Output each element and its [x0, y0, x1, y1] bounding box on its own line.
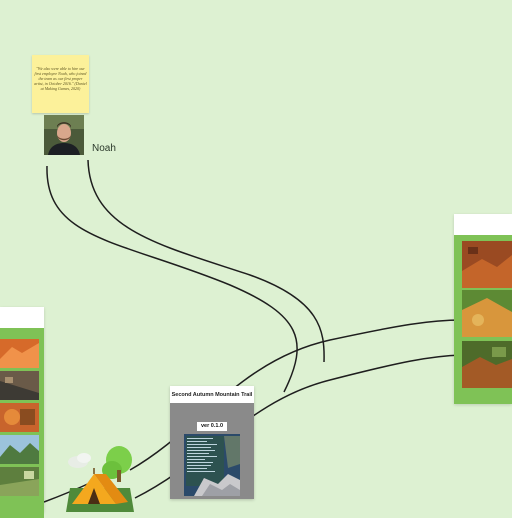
person-photo-icon — [44, 115, 84, 155]
screenshot-thumbnail[interactable] — [0, 339, 39, 368]
screenshot-thumbnail[interactable] — [0, 435, 39, 464]
build-screenshot[interactable] — [184, 434, 240, 496]
quote-text: "We also were able to hire our first emp… — [34, 66, 87, 91]
connector-line — [46, 165, 298, 393]
connector-line — [87, 159, 325, 363]
person-name-label: Noah — [92, 143, 116, 154]
card-title: Second Autumn Mountain Trail — [171, 392, 253, 398]
screenshot-thumbnail[interactable] — [0, 467, 39, 496]
card-body: ver 0.1.0 — [170, 403, 254, 499]
camp-tent-icon — [66, 446, 134, 512]
avatar[interactable] — [44, 115, 84, 155]
screenshot-thumbnail[interactable] — [0, 403, 39, 432]
right-screenshot-gallery[interactable] — [454, 214, 512, 404]
gallery-body — [454, 235, 512, 404]
version-badge: ver 0.1.0 — [197, 422, 227, 431]
left-screenshot-gallery[interactable] — [0, 307, 44, 518]
build-screenshot-image — [184, 434, 240, 496]
quote-sticky-note[interactable]: "We also were able to hire our first emp… — [32, 55, 89, 113]
screenshot-thumbnail[interactable] — [0, 371, 39, 400]
trail-version-card[interactable]: Second Autumn Mountain Trail ver 0.1.0 — [170, 386, 254, 499]
screenshot-thumbnail[interactable] — [462, 341, 512, 388]
screenshot-thumbnail[interactable] — [462, 290, 512, 337]
gallery-body — [0, 328, 44, 518]
screenshot-thumbnail[interactable] — [462, 241, 512, 288]
